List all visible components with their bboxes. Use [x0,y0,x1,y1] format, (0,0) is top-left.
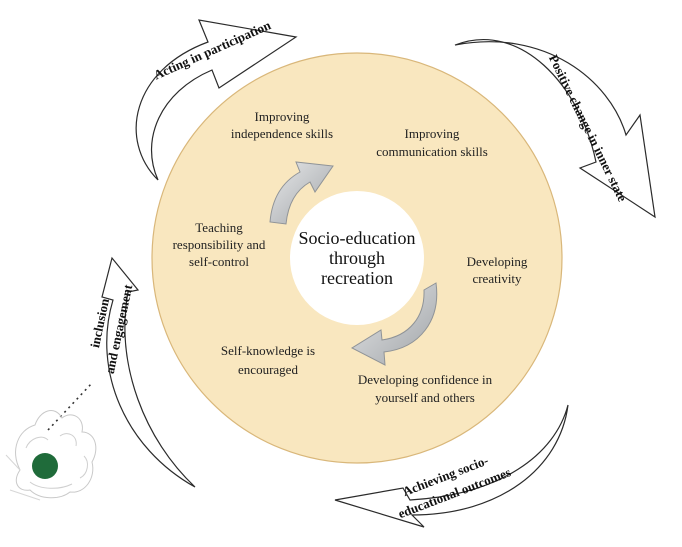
green-ball [32,453,58,479]
item-independence-line2: independence skills [231,126,333,141]
outer-arrow-acting [135,19,298,181]
hand-holding-ball-icon [5,410,97,501]
item-confidence-line2: yourself and others [375,390,475,405]
center-label-line2: through [329,248,385,268]
item-communication-line1: Improving [405,126,460,141]
item-responsibility-line1: Teaching [195,220,243,235]
item-confidence-line1: Developing confidence in [358,372,493,387]
item-self-knowledge-line1: Self-knowledge is [221,343,315,358]
outer-arrow-achieving [334,404,569,528]
inner-arrow-up [269,161,334,225]
inner-arrow-down [350,282,438,366]
inner-circle [290,191,424,325]
item-independence-line1: Improving [255,109,310,124]
item-creativity-line1: Developing [467,254,528,269]
item-self-knowledge-line2: encouraged [238,362,298,377]
item-responsibility-line3: self-control [189,254,249,269]
center-label-line1: Socio-education [299,228,416,248]
outer-arrow-positive [454,39,656,219]
item-creativity-line2: creativity [472,271,522,286]
outer-arrow-inclusion [101,256,196,488]
item-responsibility-line2: responsibility and [173,237,266,252]
dotted-leader-line [47,382,93,431]
item-communication-line2: communication skills [376,144,488,159]
center-label-line3: recreation [321,268,393,288]
